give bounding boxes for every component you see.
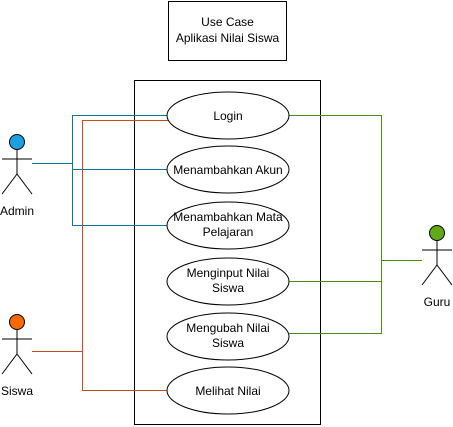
guru-left-leg [421, 264, 438, 286]
guru-right-leg [436, 264, 453, 286]
siswa-connectors [32, 120, 168, 391]
use-case-mapel-label-1: Menambahkan Mata [173, 210, 283, 224]
actor-siswa[interactable]: Siswa [1, 314, 33, 399]
use-case-melihat-nilai[interactable]: Melihat Nilai [166, 366, 290, 415]
guru-head [429, 225, 445, 241]
use-case-menginput-nilai-siswa[interactable]: Menginput Nilai Siswa [166, 257, 290, 306]
use-case-ubah-label-2: Siswa [212, 336, 244, 350]
guru-line [289, 115, 422, 334]
actor-admin[interactable]: Admin [0, 134, 34, 219]
admin-left-leg [1, 173, 18, 195]
use-case-mapel-shape[interactable] [166, 201, 290, 250]
title-box [168, 1, 287, 61]
use-case-lihat-label: Melihat Nilai [195, 384, 260, 398]
admin-head [9, 134, 25, 150]
title-line-2: Aplikasi Nilai Siswa [176, 31, 280, 45]
siswa-figure-icon [1, 314, 33, 375]
use-case-akun-label: Menambahkan Akun [173, 163, 282, 177]
use-case-mengubah-nilai-siswa[interactable]: Mengubah Nilai Siswa [166, 312, 290, 361]
use-case-login-label: Login [213, 109, 242, 123]
use-case-akun-shape[interactable] [166, 145, 290, 194]
use-case-menambahkan-akun[interactable]: Menambahkan Akun [166, 145, 290, 194]
use-case-menambahkan-mata-pelajaran[interactable]: Menambahkan Mata Pelajaran [166, 201, 290, 250]
siswa-head [9, 314, 25, 330]
siswa-left-leg [1, 353, 18, 375]
use-case-mapel-label-2: Pelajaran [203, 225, 254, 239]
actor-siswa-label: Siswa [1, 384, 33, 398]
admin-connectors [32, 115, 168, 226]
diagram-title: Use Case Aplikasi Nilai Siswa [168, 1, 287, 61]
use-case-input-label-2: Siswa [212, 281, 244, 295]
admin-line [32, 115, 168, 226]
siswa-right-leg [16, 353, 33, 375]
use-case-input-label-1: Menginput Nilai [187, 266, 270, 280]
use-case-login-shape[interactable] [166, 91, 290, 140]
use-case-input-shape[interactable] [166, 257, 290, 306]
admin-right-leg [16, 173, 33, 195]
use-case-lihat-shape[interactable] [166, 366, 290, 415]
title-line-1: Use Case [201, 15, 254, 29]
siswa-line [32, 120, 168, 391]
use-case-login[interactable]: Login [166, 91, 290, 140]
guru-figure-icon [421, 225, 453, 286]
actor-admin-label: Admin [0, 204, 34, 218]
admin-figure-icon [1, 134, 33, 195]
guru-connectors [289, 115, 422, 334]
actor-guru[interactable]: Guru [421, 225, 453, 310]
use-case-ubah-label-1: Mengubah Nilai [186, 321, 269, 335]
actor-guru-label: Guru [424, 295, 451, 309]
use-case-ubah-shape[interactable] [166, 312, 290, 361]
